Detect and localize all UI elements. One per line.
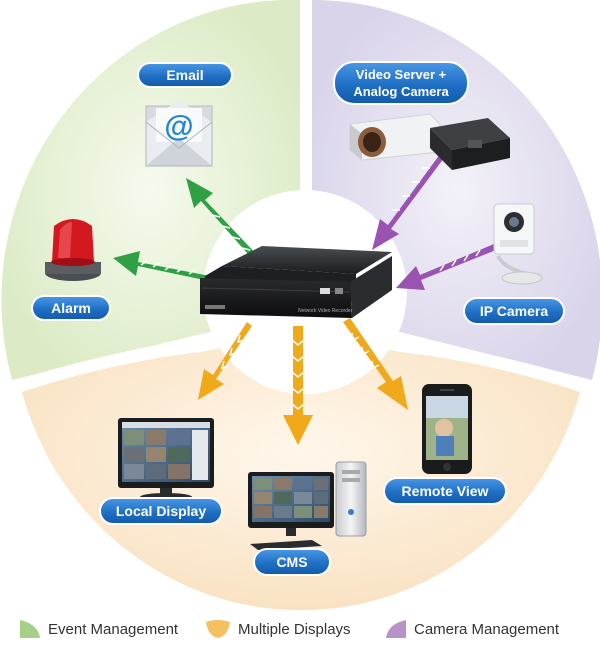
svg-text:Email: Email (166, 67, 203, 83)
alarm-label: Alarm (31, 295, 111, 321)
legend-label-displays: Multiple Displays (238, 620, 351, 638)
cms-label: CMS (253, 548, 331, 576)
nvr-device-icon: Network Video Recorder (200, 246, 392, 318)
svg-text:CMS: CMS (276, 554, 307, 570)
svg-text:Local Display: Local Display (116, 503, 206, 519)
svg-text:IP Camera: IP Camera (480, 303, 548, 319)
email-label: Email (137, 62, 233, 88)
arrow-from-video-server (372, 150, 447, 250)
legend: Event Management Multiple Displays Camer… (0, 614, 600, 644)
legend-item-event: Event Management (18, 614, 178, 644)
arrow-from-ip-camera (396, 244, 496, 290)
svg-text:Alarm: Alarm (51, 300, 91, 316)
remote-view-smartphone-icon (422, 384, 472, 474)
video-server-label: Video Server + Analog Camera (333, 61, 469, 105)
svg-text:Network Video Recorder: Network Video Recorder (298, 308, 353, 314)
event-management-swatch-icon (20, 620, 40, 638)
legend-label-event: Event Management (48, 620, 179, 638)
svg-text:@: @ (164, 110, 193, 143)
email-envelope-icon: @ (145, 100, 213, 167)
legend-label-camera: Camera Management (414, 620, 560, 638)
alarm-siren-icon (45, 219, 101, 281)
local-display-monitor-icon (118, 418, 214, 501)
arrow-to-remote-view (343, 318, 408, 410)
camera-management-swatch-icon (386, 620, 406, 638)
legend-item-displays: Multiple Displays (204, 614, 351, 644)
arrow-to-local-display (198, 322, 252, 400)
svg-text:Remote View: Remote View (402, 483, 489, 499)
cms-workstation-icon (248, 461, 367, 550)
arrow-to-alarm (113, 251, 210, 281)
ip-camera-icon (493, 203, 543, 285)
svg-text:Video Server +: Video Server + (356, 67, 447, 82)
arrow-to-email (186, 178, 260, 262)
local-display-label: Local Display (99, 497, 223, 525)
video-server-camera-icon (349, 113, 510, 170)
legend-item-camera: Camera Management (384, 614, 559, 644)
arrow-to-cms (283, 326, 313, 445)
remote-view-label: Remote View (383, 477, 507, 505)
ip-camera-label: IP Camera (463, 297, 565, 325)
multiple-displays-swatch-icon (206, 620, 230, 638)
svg-text:Analog Camera: Analog Camera (353, 84, 449, 99)
